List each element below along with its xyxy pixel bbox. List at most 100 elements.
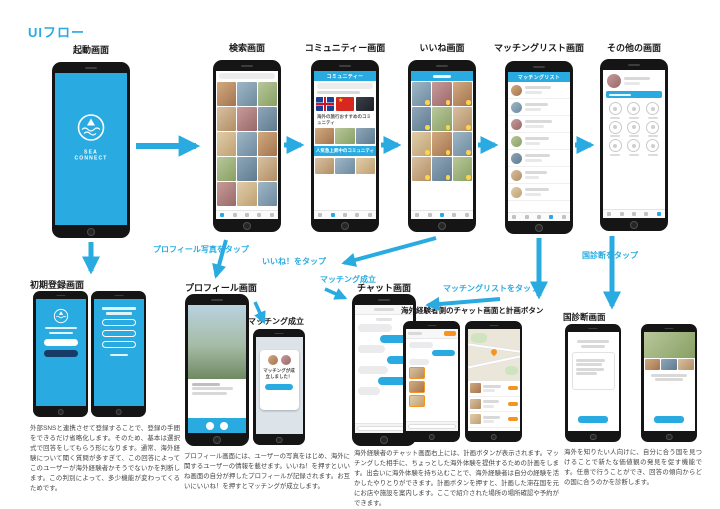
result-hero-photo — [643, 332, 695, 358]
place-card — [408, 395, 425, 407]
avatar — [511, 152, 522, 164]
phone-profile — [185, 294, 249, 446]
search-bar — [219, 73, 275, 79]
community-message-row — [317, 91, 361, 94]
uk-flag-tile — [316, 97, 334, 111]
label-diagnosis: 国診断画面 — [563, 312, 606, 322]
photo-tile — [412, 132, 432, 156]
other-profile-summary — [603, 70, 665, 90]
matching-list-header-text: マッチングリスト — [517, 74, 561, 81]
photo-tile — [315, 158, 335, 174]
label-register: 初期登録画面 — [30, 280, 85, 290]
reserve-button — [507, 417, 518, 422]
matching-list-row — [508, 167, 570, 184]
help-icon — [627, 120, 641, 134]
other-tab-bar — [603, 209, 665, 218]
community-header: コミュニティー — [314, 71, 376, 81]
heart-icon — [627, 102, 641, 115]
menu-item — [644, 120, 661, 137]
label-matching-list: マッチングリスト画面 — [494, 43, 585, 53]
register-screen-2 — [93, 299, 144, 406]
chat-input — [405, 421, 458, 431]
chat-bubble-left — [358, 387, 381, 395]
photo-tile — [452, 157, 472, 181]
star-icon — [646, 102, 660, 115]
result-text-bar — [654, 378, 684, 381]
menu-item — [644, 102, 661, 119]
card-icon — [608, 120, 622, 134]
china-flag-tile — [336, 97, 354, 111]
avatar — [511, 135, 522, 147]
photo-tile — [432, 157, 452, 181]
matching-list-row — [508, 150, 570, 167]
other-menu-grid — [603, 99, 665, 159]
phone-like — [408, 60, 476, 232]
planner-chat-header — [405, 329, 458, 339]
community-photo-row — [314, 127, 376, 145]
note-register-description: 外部SNSと連携させて登録することで、登録の手間をできるだけ省略化します。そのた… — [30, 425, 180, 492]
photo-tile — [432, 107, 452, 131]
avatar — [511, 186, 522, 198]
phone-register-1 — [33, 291, 88, 417]
settings-icon — [646, 120, 660, 134]
chat-bubble-right — [431, 350, 455, 356]
photo-tile — [644, 359, 661, 370]
reserve-button — [507, 401, 518, 406]
sns-login-button — [43, 350, 78, 357]
answer-choice-button — [101, 318, 136, 326]
menu-item — [644, 139, 661, 156]
profile-photo — [188, 305, 246, 379]
note-planner-description: 海外経験者のチャット画面右上には、計画ボタンが表示されます。マッチングした相手に… — [354, 450, 559, 507]
photo-tile — [412, 157, 432, 181]
sea-connect-logo: SEA CONNECT — [73, 112, 109, 161]
note-tap-profile-photo: プロフィール写真をタップ — [153, 245, 249, 254]
matched-avatars — [260, 355, 299, 365]
like-screen — [411, 71, 473, 219]
reserve-button — [507, 386, 518, 391]
plan-button — [443, 331, 456, 336]
place-card — [408, 367, 425, 379]
photo-tile — [237, 132, 257, 156]
matching-list-screen: マッチングリスト — [508, 72, 570, 221]
photo-tile — [452, 132, 472, 156]
planner-chat-screen — [405, 329, 458, 431]
avatar — [511, 169, 522, 181]
chat-header — [355, 305, 413, 315]
result-photo-row — [644, 358, 695, 371]
diagnosis-question-bar — [581, 345, 605, 348]
planner-map-screen — [467, 329, 520, 431]
community-banner: 人気急上昇中のコミュニティ — [314, 146, 376, 156]
note-tap-like: いいね！をタップ — [262, 257, 326, 266]
avatar — [511, 84, 522, 96]
photo-tile — [412, 82, 432, 106]
chat-bubble-left — [358, 345, 385, 353]
chat-bubble-right — [377, 376, 410, 385]
place-photo — [469, 414, 481, 425]
matching-list-row — [508, 99, 570, 116]
photo-tile — [335, 128, 355, 144]
welcome-text-bar — [44, 326, 77, 329]
phone-planner-map — [465, 321, 522, 442]
phone-community: コミュニティー 海外の旅行おすすめのコミュニティ 人気急上昇中のコミュニティ — [311, 60, 379, 232]
like-header — [411, 71, 473, 81]
like-tab-bar — [411, 210, 473, 219]
question-text-bar — [101, 307, 136, 310]
result-action-button — [654, 416, 684, 423]
label-search: 検索画面 — [228, 43, 265, 53]
photo-tile — [335, 158, 355, 174]
phone-matching-list: マッチングリスト — [505, 61, 573, 234]
info-icon — [646, 139, 660, 152]
diagnosis-answer-card — [571, 352, 615, 390]
photo-tile — [355, 128, 375, 144]
menu-item — [607, 120, 624, 137]
map-view — [467, 329, 520, 381]
community-screen: コミュニティー 海外の旅行おすすめのコミュニティ 人気急上昇中のコミュニティ — [314, 71, 376, 219]
place-list-row — [467, 412, 520, 428]
phone-diagnosis-2 — [641, 324, 697, 442]
label-other: その他の画面 — [606, 43, 661, 53]
like-action-bar — [188, 418, 246, 433]
chat-date-divider — [376, 318, 392, 321]
avatar — [267, 355, 278, 365]
globe-sea-icon — [77, 114, 105, 141]
